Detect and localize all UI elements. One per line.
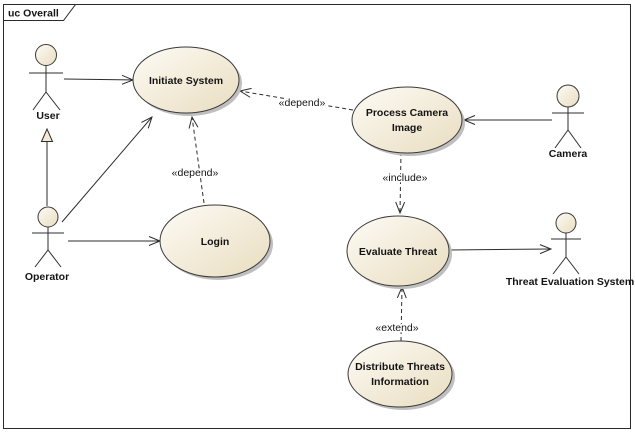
stereotype-label-include[interactable]: «include» <box>381 171 429 186</box>
actor-head <box>35 44 57 66</box>
association-line[interactable] <box>61 117 152 223</box>
actor-label-threat-evaluation-system: Threat Evaluation System <box>506 276 634 288</box>
actor-head <box>556 84 580 108</box>
usecase-ellipse-evaluate-threat[interactable] <box>346 215 450 287</box>
dependency-line[interactable] <box>192 117 205 204</box>
actor-body <box>32 227 64 268</box>
include-line[interactable] <box>400 151 401 213</box>
stereotype-label-depend-login[interactable]: «depend» <box>170 166 220 181</box>
stereotype-label-extend[interactable]: «extend» <box>374 321 420 336</box>
connector-login-depend-initiate-system[interactable] <box>192 117 205 204</box>
actor-body <box>552 107 584 149</box>
connector-user-initiate-system[interactable] <box>63 79 133 80</box>
usecase-label-distribute-line1: Distribute Threats <box>355 361 445 373</box>
diagram-frame-border <box>3 4 631 429</box>
usecase-label-evaluate-threat: Evaluate Threat <box>359 246 438 258</box>
actor-label-camera: Camera <box>549 148 588 160</box>
connector-process-camera-depend-initiate-system[interactable] <box>240 91 354 111</box>
actor-head <box>555 212 577 234</box>
diagram-frame-tab-label: uc Overall <box>8 8 59 20</box>
actor-threat-evaluation-system[interactable]: Threat Evaluation System <box>506 212 634 288</box>
actor-label-user: User <box>36 110 59 122</box>
usecase-ellipse-process-camera-image[interactable] <box>351 86 463 154</box>
dependency-line[interactable] <box>240 91 354 111</box>
actor-body <box>551 233 581 275</box>
actor-operator[interactable]: Operator <box>25 206 69 283</box>
usecase-evaluate-threat[interactable]: Evaluate Threat <box>346 215 452 289</box>
usecase-initiate-system[interactable]: Initiate System <box>132 46 242 116</box>
association-line[interactable] <box>63 79 133 80</box>
stereotype-label-depend-process-camera[interactable]: «depend» <box>277 96 327 111</box>
connector-distribute-extend-evaluate-threat[interactable] <box>401 287 402 342</box>
actor-head <box>37 206 59 228</box>
usecase-distribute-threats-information[interactable]: Distribute Threats Information <box>347 340 455 410</box>
usecase-process-camera-image[interactable]: Process Camera Image <box>351 86 465 156</box>
actor-user[interactable]: User <box>29 44 63 123</box>
usecase-label-login: Login <box>201 236 230 248</box>
usecase-ellipse-login[interactable] <box>159 204 271 278</box>
usecase-login[interactable]: Login <box>159 204 273 280</box>
connector-operator-initiate-system[interactable] <box>61 117 152 223</box>
actor-camera[interactable]: Camera <box>549 84 588 160</box>
usecase-label-distribute-line2: Information <box>371 376 429 388</box>
extend-line[interactable] <box>401 287 402 342</box>
actor-label-operator: Operator <box>25 271 69 283</box>
association-line[interactable] <box>448 249 551 250</box>
diagram-frame-tab <box>3 4 77 21</box>
connector-process-camera-include-evaluate-threat[interactable] <box>400 151 401 213</box>
usecase-label-process-camera-line2: Image <box>392 122 423 134</box>
usecase-label-process-camera-line1: Process Camera <box>366 107 448 119</box>
connector-evaluate-threat-tes[interactable] <box>448 249 551 250</box>
usecase-ellipse-initiate-system[interactable] <box>132 46 240 114</box>
usecase-label-initiate-system: Initiate System <box>149 75 223 87</box>
actor-body <box>29 65 63 111</box>
usecase-ellipse-distribute-threats[interactable] <box>347 340 453 408</box>
